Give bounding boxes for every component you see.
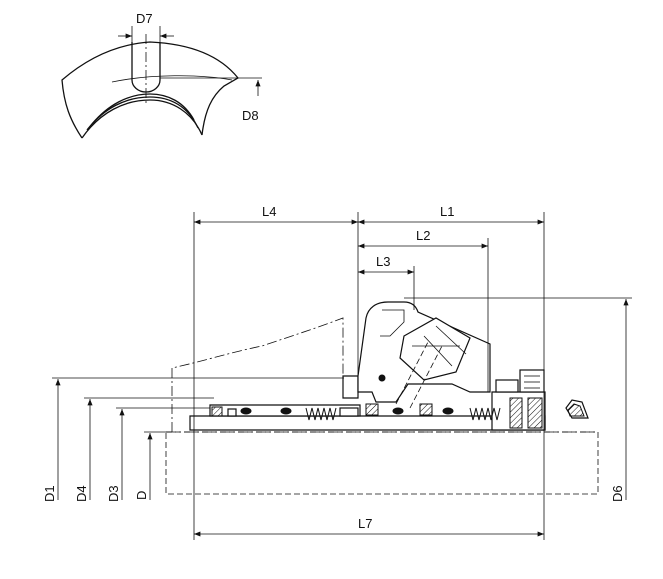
label-l3: L3 bbox=[376, 254, 390, 269]
collar-hatch bbox=[527, 397, 543, 429]
seal-face-left bbox=[211, 406, 223, 417]
angled-fitting bbox=[399, 317, 471, 381]
set-screw bbox=[519, 369, 545, 393]
label-l4: L4 bbox=[262, 204, 276, 219]
label-d3: D3 bbox=[106, 485, 121, 502]
o-ring-1 bbox=[240, 407, 252, 415]
detail-inner-arc-2 bbox=[86, 96, 199, 131]
label-l7: L7 bbox=[358, 516, 372, 531]
angled-bore bbox=[395, 341, 443, 409]
seal-face-right bbox=[419, 403, 433, 416]
label-l1: L1 bbox=[440, 204, 454, 219]
label-d7: D7 bbox=[136, 11, 153, 26]
label-d: D bbox=[134, 491, 149, 500]
gland-plate bbox=[342, 375, 359, 399]
main-section bbox=[165, 301, 599, 495]
dimensions: L4 L1 L2 L3 L7 D1 D4 D3 D D6 bbox=[42, 204, 632, 540]
label-d8: D8 bbox=[242, 108, 259, 123]
label-l2: L2 bbox=[416, 228, 430, 243]
label-d4: D4 bbox=[74, 485, 89, 502]
detail-view: D7 D8 bbox=[61, 11, 262, 139]
gland-recess bbox=[380, 309, 405, 337]
detail-outline bbox=[61, 41, 239, 139]
housing-outline bbox=[171, 317, 344, 432]
o-ring-3 bbox=[392, 407, 404, 415]
o-ring-5 bbox=[378, 374, 386, 382]
detail-inner-arc-3 bbox=[91, 93, 195, 125]
o-ring-4 bbox=[442, 407, 454, 415]
seal-face-mid bbox=[365, 403, 379, 416]
o-ring-2 bbox=[280, 407, 292, 415]
shaft-outline bbox=[165, 431, 599, 495]
spring-left bbox=[305, 407, 337, 421]
label-d1: D1 bbox=[42, 485, 57, 502]
detail-inner-arc-1 bbox=[81, 99, 203, 139]
label-d6: D6 bbox=[610, 485, 625, 502]
spring-right bbox=[469, 407, 501, 421]
